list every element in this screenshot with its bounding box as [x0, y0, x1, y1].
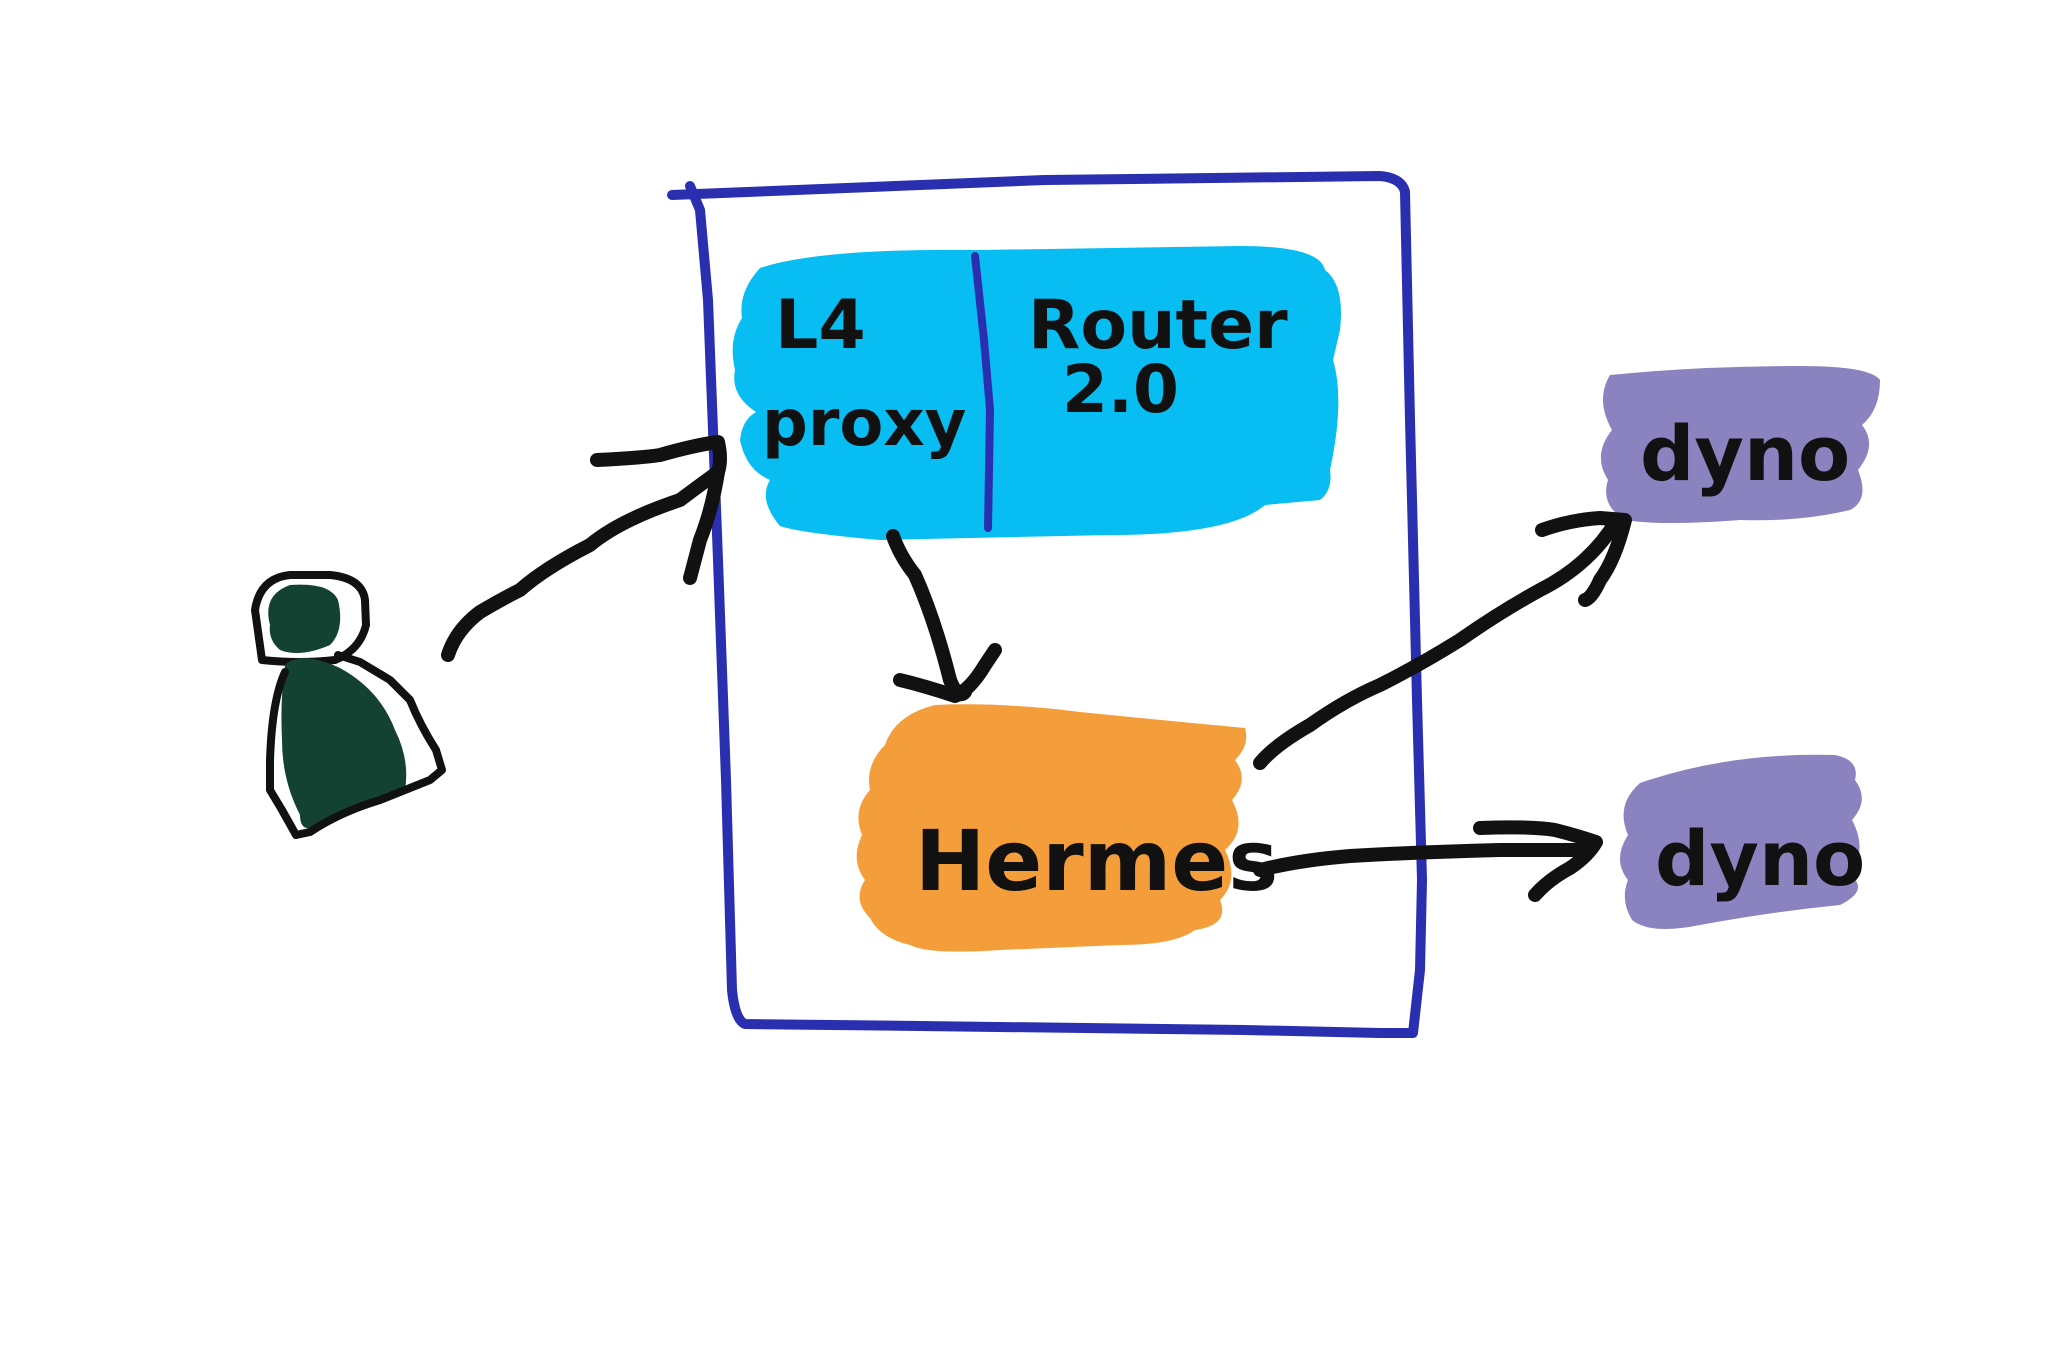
arrow-hermes-to-dyno-top-head	[1535, 511, 1632, 607]
arrow-hermes-to-dyno-bottom-head	[1473, 820, 1603, 902]
router-blob	[732, 246, 1341, 540]
person-head	[268, 584, 341, 654]
hermes-block: Hermes	[856, 704, 1278, 952]
arrow-hermes-to-dyno-bottom	[1253, 820, 1603, 902]
router-block: L4 proxy Router 2.0	[732, 246, 1341, 540]
arrow-hermes-to-dyno-top-shaft	[1253, 513, 1624, 770]
proxy-label: proxy	[762, 387, 966, 461]
hermes-blob	[856, 704, 1247, 952]
arrow-hermes-to-dyno-top	[1253, 511, 1632, 770]
dyno-top: dyno	[1600, 366, 1880, 523]
person-body-outline	[266, 651, 446, 839]
router-divider	[971, 252, 995, 532]
arrow-router-to-hermes	[886, 529, 1002, 703]
platform-frame	[667, 171, 1427, 1038]
hermes-label: Hermes	[915, 812, 1278, 910]
dyno-top-blob	[1600, 366, 1880, 523]
arrow-client-to-proxy-head	[590, 435, 727, 585]
arrow-router-to-hermes-shaft	[886, 529, 972, 702]
arrow-router-to-hermes-head	[893, 643, 1002, 703]
arrow-hermes-to-dyno-bottom-shaft	[1253, 843, 1597, 877]
person-body	[281, 658, 407, 829]
router-label: Router	[1028, 286, 1288, 365]
dyno-bottom: dyno	[1620, 754, 1865, 929]
l4-label: L4	[775, 286, 866, 365]
dyno-bottom-blob	[1620, 754, 1862, 929]
arrow-client-to-proxy-shaft	[441, 465, 725, 662]
router-version-label: 2.0	[1062, 351, 1179, 428]
dyno-top-label: dyno	[1640, 409, 1850, 498]
arrow-client-to-proxy	[441, 435, 727, 662]
dyno-bottom-label: dyno	[1655, 814, 1865, 903]
person-icon	[251, 571, 446, 839]
